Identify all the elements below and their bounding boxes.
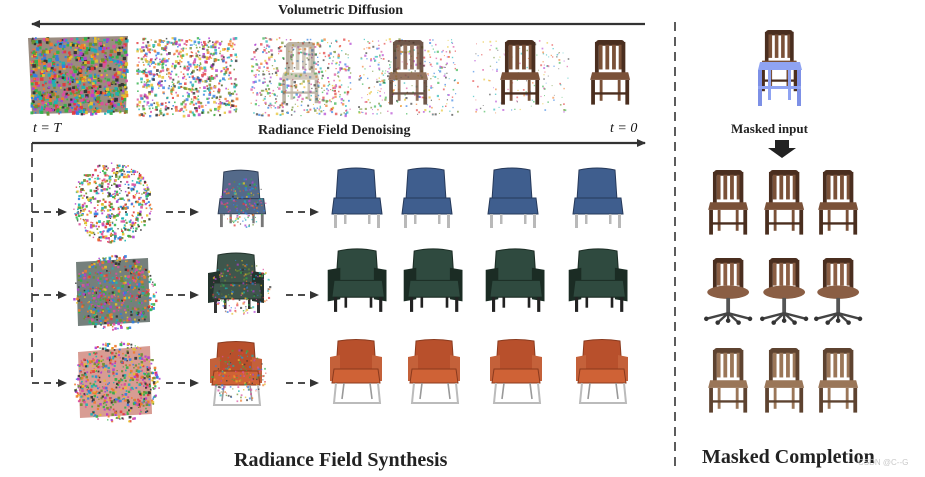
row-1-noise-cloud: [73, 162, 153, 244]
row-2-render-4: [568, 248, 628, 312]
diffusion-step-4: [358, 38, 459, 116]
noisy-chair-shape: [388, 40, 429, 105]
t-start-label: t = T: [33, 121, 62, 136]
completion-row-2-chair-1: [704, 258, 753, 325]
row-1-render-2: [401, 167, 453, 228]
diffusion-step-3: [250, 37, 352, 118]
diffusion-step-1: [28, 36, 129, 116]
row-2-render-2: [403, 248, 463, 312]
row-3-render-2: [408, 339, 460, 404]
masked-chair-top: [760, 30, 799, 92]
diffusion-step-5: [472, 40, 570, 114]
diffusion-step-2: [136, 37, 239, 118]
masked-completion-title: Masked Completion: [702, 446, 875, 468]
diffusion-step-6: [590, 40, 631, 105]
row-3-noisy-chair: [210, 341, 267, 406]
row-1-render-4: [572, 167, 624, 228]
row-1-noisy-chair: [217, 169, 267, 228]
t-end-label: t = 0: [610, 121, 638, 136]
row-2-noise-cloud: [73, 254, 158, 331]
row-3-render-1: [330, 339, 382, 404]
masked-input-label: Masked input: [731, 121, 808, 136]
volumetric-diffusion-label: Volumetric Diffusion: [278, 3, 404, 18]
row-3-render-4: [576, 339, 628, 404]
completion-row-3-chair-2: [764, 348, 805, 413]
masked-input-down-arrow: [768, 140, 796, 158]
row-1-render-1: [331, 167, 383, 228]
completion-row-2-chair-2: [760, 258, 809, 325]
watermark: CSDN @C--G: [858, 458, 909, 467]
radiance-field-denoising-label: Radiance Field Denoising: [258, 123, 411, 138]
row-2-render-3: [485, 248, 545, 312]
row-2-render-1: [327, 248, 387, 312]
radiance-field-synthesis-title: Radiance Field Synthesis: [234, 449, 448, 471]
completion-row-1-chair-3: [818, 170, 859, 235]
completion-row-3-chair-1: [708, 348, 749, 413]
completion-row-1-chair-2: [764, 170, 805, 235]
row-2-noisy-chair: [208, 252, 272, 315]
clean-chair-shape: [590, 40, 631, 105]
sparse-noise-chair-shape: [500, 40, 541, 105]
masked-input-chair: [758, 30, 802, 106]
row-3-render-3: [490, 339, 542, 404]
completion-row-3-chair-3: [818, 348, 859, 413]
noisy-orange-chair: [210, 341, 262, 406]
faint-chair-shape: [281, 42, 320, 104]
completion-row-2-chair-3: [814, 258, 863, 325]
row-1-render-3: [487, 167, 539, 228]
completion-row-1-chair-1: [708, 170, 749, 235]
row-3-noise-cloud: [74, 341, 161, 423]
